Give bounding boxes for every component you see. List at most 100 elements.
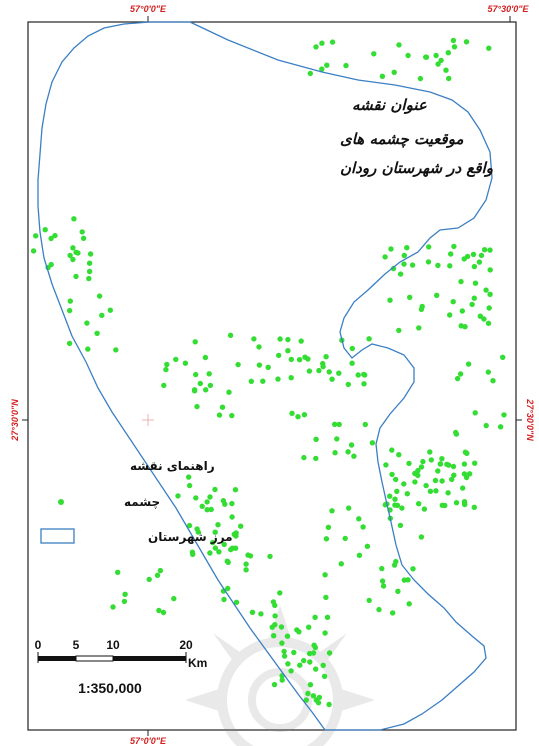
spring-point-364 bbox=[301, 454, 307, 461]
spring-point-195 bbox=[324, 62, 330, 68]
spring-point-337 bbox=[277, 590, 283, 596]
spring-point-161 bbox=[401, 252, 407, 259]
coord-left: 27°30'0"N bbox=[10, 399, 20, 442]
spring-point-275 bbox=[338, 561, 344, 567]
spring-point-65 bbox=[445, 490, 451, 496]
spring-point-122 bbox=[285, 348, 291, 354]
spring-point-70 bbox=[461, 499, 468, 505]
spring-point-287 bbox=[192, 339, 198, 345]
spring-point-33 bbox=[427, 488, 434, 494]
spring-point-83 bbox=[322, 630, 328, 636]
spring-point-104 bbox=[272, 622, 278, 628]
spring-point-260 bbox=[323, 594, 329, 601]
spring-point-289 bbox=[235, 361, 241, 368]
spring-point-319 bbox=[121, 598, 128, 605]
spring-point-335 bbox=[67, 298, 74, 304]
spring-point-113 bbox=[271, 633, 277, 639]
spring-point-315 bbox=[497, 424, 504, 430]
spring-point-236 bbox=[212, 545, 219, 551]
spring-point-39 bbox=[392, 496, 398, 502]
spring-point-167 bbox=[447, 312, 453, 318]
spring-point-116 bbox=[298, 338, 304, 344]
spring-point-13 bbox=[86, 275, 92, 282]
spring-point-189 bbox=[487, 267, 493, 273]
scale-segment-3 bbox=[113, 656, 186, 661]
spring-point-217 bbox=[423, 54, 429, 60]
spring-point-291 bbox=[203, 387, 209, 393]
spring-point-91 bbox=[312, 644, 319, 651]
spring-point-366 bbox=[334, 436, 340, 442]
spring-point-232 bbox=[229, 514, 235, 520]
spring-point-148 bbox=[349, 345, 355, 352]
spring-point-209 bbox=[343, 62, 349, 69]
spring-point-197 bbox=[438, 57, 444, 64]
spring-point-266 bbox=[366, 597, 372, 604]
spring-point-240 bbox=[204, 507, 210, 513]
spring-point-48 bbox=[450, 463, 457, 470]
spring-point-75 bbox=[281, 648, 287, 655]
spring-point-31 bbox=[460, 485, 466, 491]
spring-point-99 bbox=[321, 673, 328, 679]
spring-point-283 bbox=[390, 610, 396, 616]
spring-point-225 bbox=[207, 550, 213, 556]
spring-point-320 bbox=[160, 609, 167, 616]
spring-point-92 bbox=[312, 614, 318, 620]
spring-point-175 bbox=[481, 247, 488, 253]
spring-point-297 bbox=[206, 371, 212, 377]
spring-point-342 bbox=[221, 596, 227, 603]
spring-point-73 bbox=[404, 491, 410, 497]
spring-point-202 bbox=[451, 44, 458, 50]
spring-point-352 bbox=[289, 410, 295, 416]
scale-segment-2 bbox=[75, 655, 114, 662]
spring-point-140 bbox=[326, 369, 332, 375]
spring-point-3 bbox=[75, 250, 81, 256]
spring-point-278 bbox=[376, 606, 382, 613]
spring-point-185 bbox=[396, 327, 402, 334]
spring-point-183 bbox=[476, 259, 483, 265]
spring-point-94 bbox=[279, 677, 285, 683]
spring-point-256 bbox=[329, 508, 335, 514]
spring-point-63 bbox=[401, 481, 407, 487]
spring-point-178 bbox=[470, 251, 477, 258]
spring-point-165 bbox=[418, 306, 425, 312]
spring-point-181 bbox=[477, 313, 483, 319]
spring-point-303 bbox=[229, 412, 235, 419]
spring-point-100 bbox=[324, 614, 331, 620]
spring-point-21 bbox=[420, 458, 426, 465]
spring-point-216 bbox=[486, 45, 492, 51]
spring-point-32 bbox=[439, 478, 445, 484]
legend-springs-label: چشمه bbox=[124, 495, 160, 509]
spring-point-82 bbox=[305, 690, 311, 697]
spring-point-173 bbox=[450, 299, 456, 305]
spring-point-194 bbox=[388, 246, 394, 252]
spring-point-154 bbox=[478, 252, 485, 259]
spring-point-332 bbox=[85, 346, 91, 352]
spring-point-221 bbox=[229, 500, 235, 507]
spring-point-36 bbox=[435, 468, 441, 474]
spring-point-214 bbox=[379, 73, 386, 80]
map-frame bbox=[27, 21, 517, 731]
spring-point-146 bbox=[302, 354, 308, 360]
spring-point-67 bbox=[392, 502, 398, 508]
spring-point-76 bbox=[320, 662, 326, 668]
spring-point-242 bbox=[208, 506, 214, 513]
spring-point-294 bbox=[161, 382, 167, 389]
spring-point-313 bbox=[483, 422, 489, 429]
spring-point-49 bbox=[383, 462, 389, 468]
coord-top-left: 57°0'0"E bbox=[130, 4, 167, 14]
map-title-line1: موقعیت چشمه های bbox=[340, 130, 463, 148]
spring-point-16 bbox=[33, 233, 39, 239]
spring-point-265 bbox=[395, 588, 401, 594]
spring-point-348 bbox=[233, 599, 240, 605]
legend-boundary-label: مرز شهرستان bbox=[148, 530, 233, 544]
spring-point-284 bbox=[405, 577, 411, 583]
spring-point-338 bbox=[225, 585, 231, 592]
spring-point-171 bbox=[407, 294, 413, 300]
spring-point-250 bbox=[212, 486, 218, 493]
spring-point-268 bbox=[380, 583, 387, 589]
spring-point-201 bbox=[435, 61, 441, 67]
spring-point-125 bbox=[260, 378, 266, 384]
scale-segment-1 bbox=[38, 656, 76, 661]
spring-point-20 bbox=[432, 477, 439, 484]
spring-point-80 bbox=[279, 640, 285, 646]
